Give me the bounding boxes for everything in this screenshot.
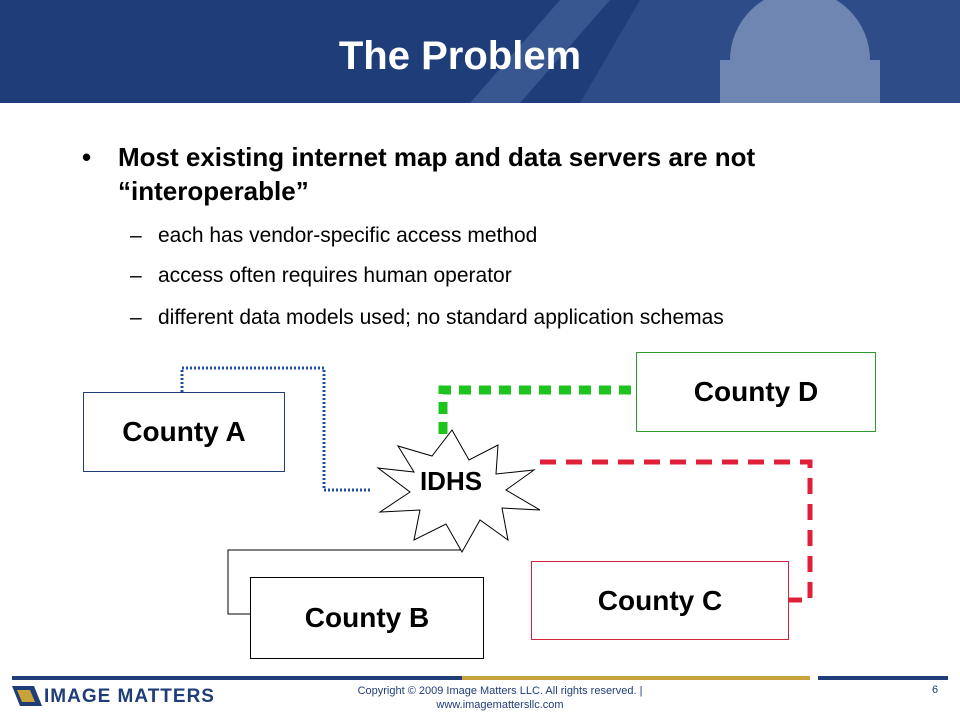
footer-copyright: Copyright © 2009 Image Matters LLC. All … — [320, 684, 680, 712]
footer-rule-blue — [12, 676, 462, 680]
idhs-hub-label: IDHS — [419, 466, 483, 496]
sub-bullet-dash: – — [130, 306, 142, 329]
main-bullet-text: Most existing internet map and data serv… — [118, 142, 756, 206]
sub-bullet-dash: – — [130, 264, 142, 287]
bullet-dot: • — [82, 142, 92, 172]
county-c-box: County C — [531, 561, 789, 640]
county-b-box: County B — [250, 577, 484, 659]
website-link[interactable]: www.imagemattersllc.com — [436, 699, 564, 711]
copyright-text: Copyright © 2009 Image Matters LLC. All … — [357, 685, 643, 697]
sub-bullet-dash: – — [130, 224, 142, 247]
county-b-label: County B — [304, 602, 430, 633]
logo-wordmark: IMAGE MATTERS — [44, 686, 215, 707]
header-decoration — [0, 0, 960, 103]
idhs-starburst-icon — [376, 429, 541, 554]
slide-title: The Problem — [338, 34, 582, 78]
header-banner — [0, 0, 960, 103]
link-county-a — [180, 366, 372, 492]
sub-bullet-text: each has vendor-specific access method — [158, 224, 538, 247]
sub-bullet-text: access often requires human operator — [158, 264, 512, 287]
footer-rule-gold — [462, 676, 810, 680]
footer-rule-blue-short — [818, 676, 948, 680]
county-c-label: County C — [597, 584, 723, 616]
sub-bullet-text: different data models used; no standard … — [158, 306, 724, 329]
page-number: 6 — [932, 684, 939, 696]
county-a-box: County A — [83, 392, 285, 472]
link-county-c — [540, 459, 813, 603]
link-county-d — [438, 385, 636, 434]
county-d-box: County D — [636, 352, 876, 432]
county-a-label: County A — [122, 416, 246, 447]
county-d-label: County D — [693, 376, 819, 407]
image-matters-logo-icon — [12, 686, 42, 706]
